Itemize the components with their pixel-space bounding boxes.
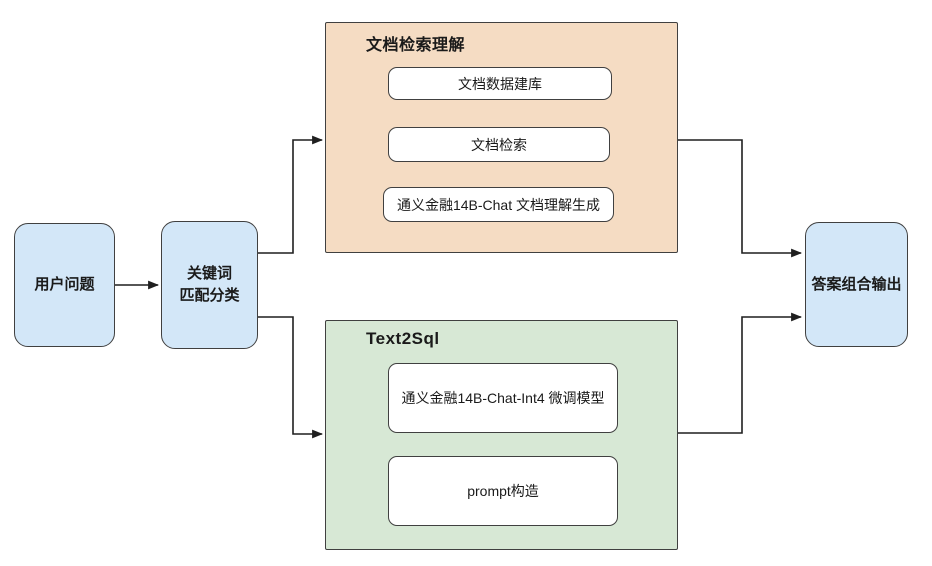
edge-keyword-to-doc-retrieval bbox=[258, 135, 324, 254]
edge-keyword-to-text2sql bbox=[258, 316, 324, 439]
node-keyword-match: 关键词 匹配分类 bbox=[161, 221, 258, 349]
node-answer-output: 答案组合输出 bbox=[805, 222, 908, 347]
step-doc-database-build: 文档数据建库 bbox=[388, 67, 612, 100]
container-doc-retrieval: 文档检索理解 文档数据建库 文档检索 通义金融14B-Chat 文档理解生成 bbox=[325, 22, 678, 253]
node-answer-output-label: 答案组合输出 bbox=[811, 275, 902, 293]
edge-text2sql-to-answer bbox=[678, 312, 803, 434]
edge-doc-retrieval-to-answer bbox=[678, 139, 803, 258]
step-doc-understanding-generation-label: 通义金融14B-Chat 文档理解生成 bbox=[396, 196, 601, 213]
node-user-question: 用户问题 bbox=[14, 223, 115, 347]
node-user-question-label: 用户问题 bbox=[34, 276, 95, 294]
step-prompt-construction-label: prompt构造 bbox=[467, 483, 539, 499]
step-prompt-construction: prompt构造 bbox=[388, 456, 618, 526]
step-finetuned-model-label: 通义金融14B-Chat-Int4 微调模型 bbox=[401, 390, 605, 406]
step-doc-understanding-generation: 通义金融14B-Chat 文档理解生成 bbox=[383, 187, 614, 222]
step-doc-database-build-label: 文档数据建库 bbox=[458, 75, 542, 92]
container-text2sql-title: Text2Sql bbox=[366, 329, 440, 348]
step-doc-retrieval-label: 文档检索 bbox=[471, 136, 527, 153]
step-doc-retrieval: 文档检索 bbox=[388, 127, 610, 162]
node-keyword-match-label: 关键词 匹配分类 bbox=[179, 265, 240, 304]
container-text2sql: Text2Sql 通义金融14B-Chat-Int4 微调模型 prompt构造 bbox=[325, 320, 678, 550]
step-finetuned-model: 通义金融14B-Chat-Int4 微调模型 bbox=[388, 363, 618, 433]
container-doc-retrieval-title: 文档检索理解 bbox=[366, 37, 466, 54]
